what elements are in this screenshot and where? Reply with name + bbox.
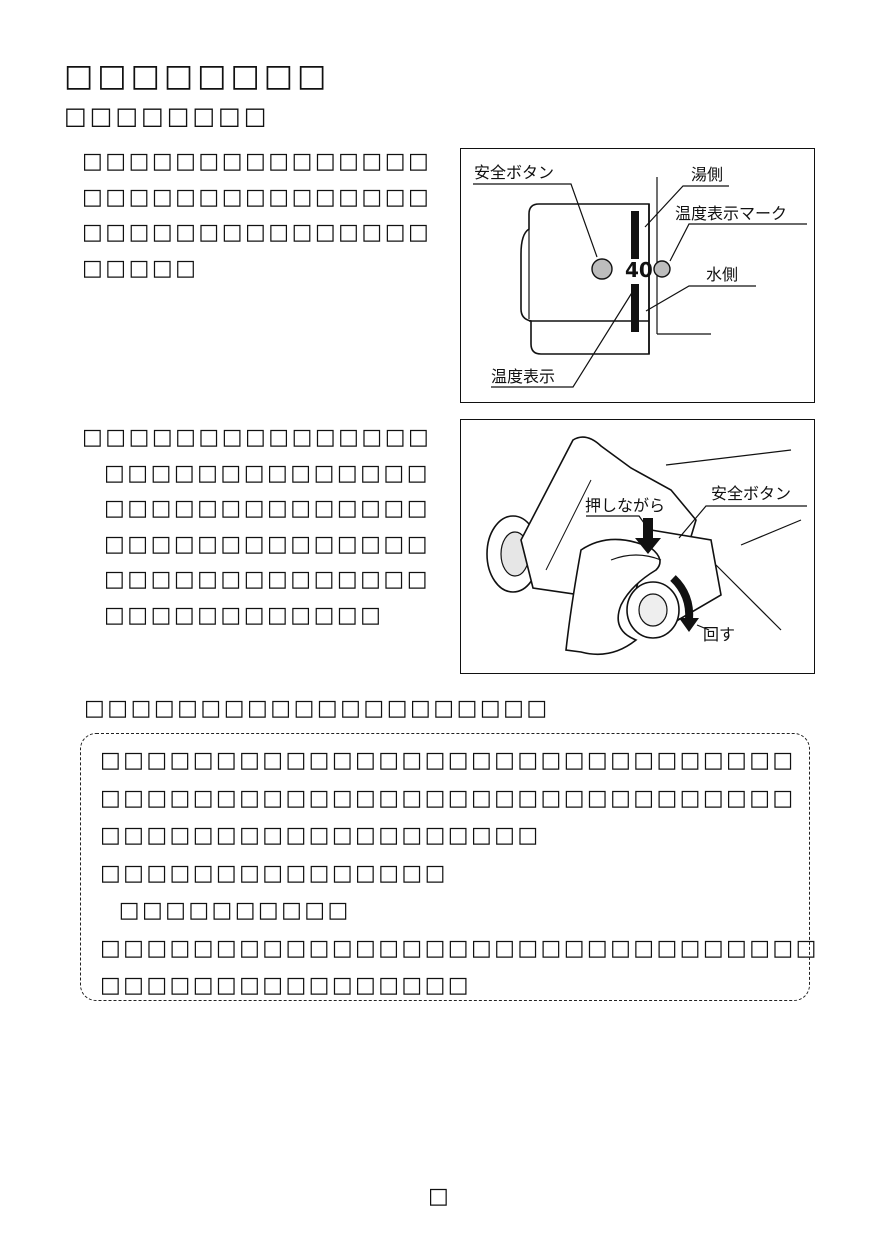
cold-side-label: 水側	[706, 265, 738, 284]
section2-line: □□□□□□□□□□□□□□	[104, 567, 431, 592]
hot-side-label: 湯側	[691, 165, 723, 184]
faucet-front-illustration: 40 安全ボタン 湯側 温度表示マーク 水側 温度表示	[473, 163, 807, 388]
section2-line: □□□□□□□□□□□□□□	[104, 460, 431, 486]
notice-heading: □□□□□□□□□□□□□□□□□□□□	[84, 696, 550, 721]
notice-line: □□□□□□□□□□	[100, 898, 351, 923]
dial-value: 40	[625, 258, 653, 282]
faucet-front-figure: 40 安全ボタン 湯側 温度表示マーク 水側 温度表示	[460, 148, 815, 403]
notice-line: □□□□□□□□□□□□□□□□	[100, 973, 471, 998]
temperature-mark-icon	[653, 260, 671, 278]
section-subtitle: □□□□□□□□	[64, 102, 270, 130]
section2-line: □□□□□□□□□□□□□□	[104, 496, 431, 521]
notice-line: □□□□□□□□□□□□□□□□□□□	[100, 823, 541, 848]
notice-line: □□□□□□□□□□□□□□□□□□□□□□□□□□□□□□	[100, 748, 796, 773]
page-number: □	[428, 1184, 449, 1209]
cold-bar	[631, 284, 639, 332]
rotate-arrow-icon	[670, 575, 694, 621]
section2-line: □□□□□□□□□□□□	[104, 602, 384, 628]
section2-paragraph: □□□□□□□□□□□□□□□ □□□□□□□□□□□□□□ □□□□□□□□□…	[82, 420, 431, 633]
section2-line: □□□□□□□□□□□□□□	[104, 531, 431, 557]
section1-line: □□□□□□□□□□□□□□□	[82, 184, 432, 210]
faucet-operation-illustration: 押しながら 安全ボタン 回す	[486, 436, 807, 656]
section1-line: □□□□□□□□□□□□□□□	[82, 220, 432, 245]
section1-line: □□□□□	[82, 255, 199, 281]
section1-paragraph: □□□□□□□□□□□□□□□ □□□□□□□□□□□□□□□ □□□□□□□□…	[82, 144, 431, 286]
rotate-label: 回す	[703, 625, 735, 644]
pressing-label: 押しながら	[585, 496, 665, 515]
section1-line: □□□□□□□□□□□□□□□	[82, 149, 432, 174]
safety-button-label: 安全ボタン	[474, 163, 554, 182]
temperature-mark-label: 温度表示マーク	[675, 204, 787, 223]
page-title: □□□□□□□□	[64, 58, 331, 94]
faucet-operation-figure: 押しながら 安全ボタン 回す	[460, 419, 815, 674]
section2-line: □□□□□□□□□□□□□□□	[82, 425, 432, 450]
safety-button-label-2: 安全ボタン	[711, 484, 791, 503]
press-arrow-icon	[635, 518, 661, 554]
safety-button-icon	[591, 258, 613, 280]
notice-text: □□□□□□□□□□□□□□□□□□□□□□□□□□□□□□ □□□□□□□□□…	[100, 742, 819, 1005]
notice-box	[80, 733, 810, 1001]
notice-line: □□□□□□□□□□□□□□□	[100, 860, 448, 886]
temperature-display-label: 温度表示	[491, 367, 555, 386]
notice-line: □□□□□□□□□□□□□□□□□□□□□□□□□□□□□□	[100, 785, 796, 811]
hot-bar	[631, 211, 639, 259]
notice-line: □□□□□□□□□□□□□□□□□□□□□□□□□□□□□□□	[100, 935, 819, 961]
